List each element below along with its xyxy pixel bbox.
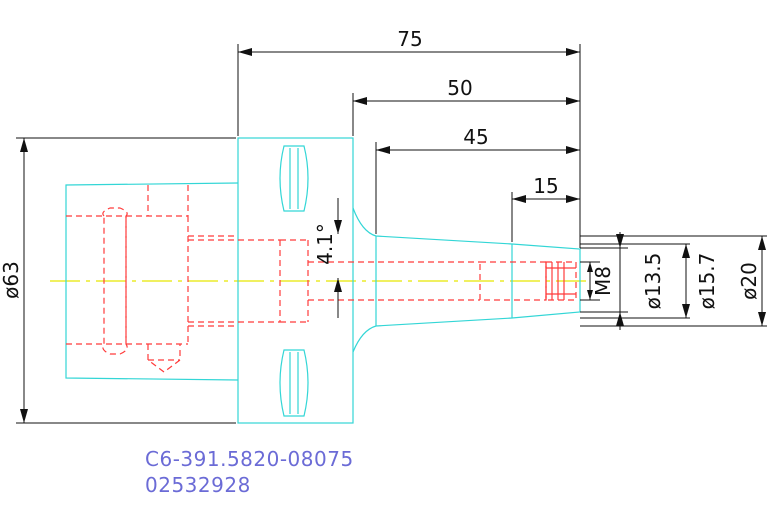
shank-outline [65,182,239,381]
dim-50-label: 50 [447,76,472,100]
arrowhead [566,97,580,105]
arrowhead [376,146,390,154]
arrowhead [334,220,342,234]
dim-angle-label: 4.1° [313,223,337,265]
dim-15-label: 15 [533,174,558,198]
dim-13-5-label: ø13.5 [641,253,665,310]
arrowhead [616,312,624,326]
arrowhead [334,278,342,292]
arrowhead [758,312,766,326]
drill-tip [147,344,181,373]
flange-outline [237,137,354,424]
arrowhead [20,138,28,152]
drive-slot-bottom [279,349,309,417]
arrowhead [682,304,690,318]
arrowhead [353,97,367,105]
arrowhead [566,195,580,203]
arrowhead [616,234,624,248]
dim-m8-label: M8 [591,266,615,296]
dim-15-7-label: ø15.7 [695,253,719,310]
dim-63-label: ø63 [0,261,23,299]
arrowhead [758,236,766,250]
arrowhead [682,244,690,258]
dim-20-label: ø20 [737,262,761,300]
pocket [102,207,128,355]
hidden-lines [66,185,577,373]
arrowhead [587,262,593,272]
thread [545,261,577,301]
dim-75-label: 75 [397,27,422,51]
arrowhead [512,195,526,203]
dim-45-label: 45 [463,125,488,149]
arrowhead [566,146,580,154]
arrowhead [587,290,593,300]
arrowhead [566,48,580,56]
dimension-lines [16,44,767,424]
item-number: 02532928 [145,473,251,497]
arrowhead [20,409,28,423]
drive-slot-top [279,145,309,212]
part-outline [65,137,581,424]
part-number: C6-391.5820-08075 [145,447,354,471]
front-cone-outline [352,207,581,353]
arrowhead [238,48,252,56]
